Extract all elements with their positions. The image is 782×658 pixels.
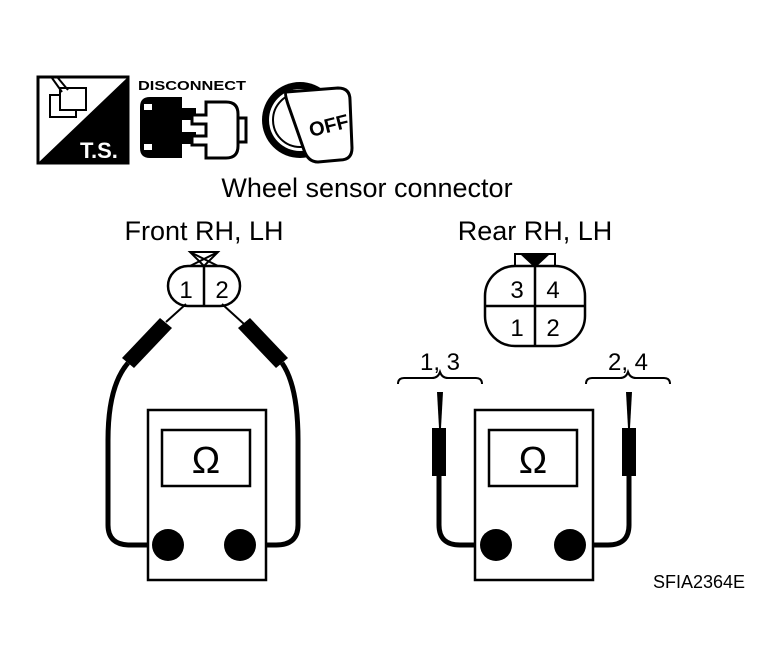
- ts-label: T.S.: [80, 138, 118, 163]
- figure-code: SFIA2364E: [653, 572, 745, 592]
- front-left-probe: [105, 303, 187, 548]
- rear-right-probe: [570, 392, 636, 548]
- rear-ohmmeter: Ω: [473, 408, 595, 582]
- front-meter-terminal-right: [224, 529, 256, 561]
- front-right-probe: [221, 303, 301, 548]
- rear-left-probe: [432, 392, 496, 548]
- rear-ohm-symbol: Ω: [519, 440, 547, 482]
- disconnect-label: DISCONNECT: [138, 78, 246, 93]
- front-heading: Front RH, LH: [124, 216, 283, 246]
- front-connector: 1 2: [166, 251, 242, 308]
- rear-pin-4: 4: [546, 277, 559, 304]
- rear-pin-3: 3: [510, 277, 523, 304]
- front-pin-2: 2: [215, 277, 228, 304]
- rear-left-probe-bracket: 1, 3: [397, 349, 483, 385]
- rear-right-probe-bracket: 2, 4: [585, 349, 671, 385]
- ignition-off-icon: OFF: [262, 82, 354, 164]
- rear-connector: 3 4 1 2: [483, 253, 587, 348]
- rear-meter-terminal-right: [554, 529, 586, 561]
- front-ohmmeter: Ω: [146, 408, 268, 582]
- rear-heading: Rear RH, LH: [458, 216, 613, 246]
- rear-pin-2: 2: [546, 315, 559, 342]
- front-pin-1: 1: [179, 277, 192, 304]
- disconnect-icon: DISCONNECT: [138, 78, 248, 160]
- tool-switch-icon: T.S.: [36, 75, 130, 165]
- rear-pin-1: 1: [510, 315, 523, 342]
- front-meter-terminal-left: [152, 529, 184, 561]
- rear-meter-terminal-left: [480, 529, 512, 561]
- diagram-title: Wheel sensor connector: [221, 173, 512, 203]
- front-ohm-symbol: Ω: [192, 440, 220, 482]
